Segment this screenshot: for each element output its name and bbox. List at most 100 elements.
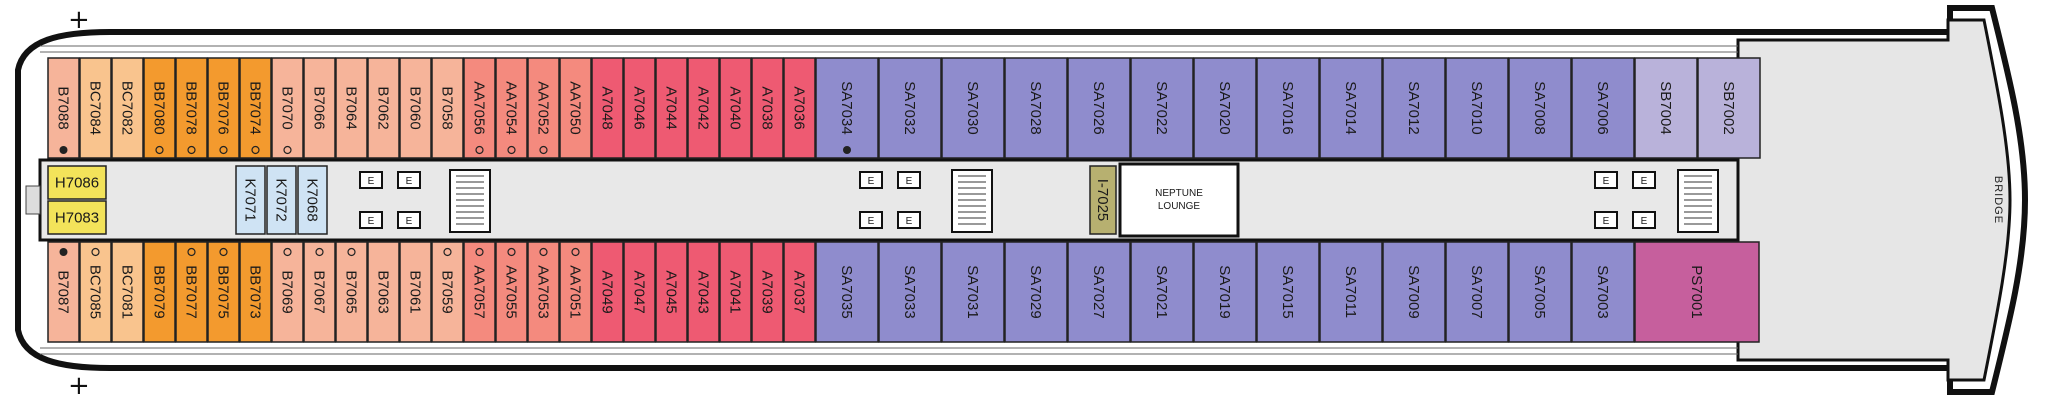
cabin-bc7085[interactable]: BC7085: [79, 241, 112, 343]
cabin-b7066[interactable]: B7066: [303, 57, 336, 159]
cabin-aa7055[interactable]: AA7055: [495, 241, 528, 343]
cabin-a7040[interactable]: A7040: [719, 57, 752, 159]
cabin-k7071[interactable]: K7071: [235, 165, 266, 235]
cabin-b7067[interactable]: B7067: [303, 241, 336, 343]
cabin-bb7079[interactable]: BB7079: [143, 241, 176, 343]
cabin-sa7027[interactable]: SA7027: [1067, 241, 1131, 343]
cabin-a7045[interactable]: A7045: [655, 241, 688, 343]
cabin-a7038[interactable]: A7038: [751, 57, 784, 159]
cabin-b7064[interactable]: B7064: [335, 57, 368, 159]
cabin-b7087[interactable]: B7087: [47, 241, 80, 343]
cabin-bb7076[interactable]: BB7076: [207, 57, 240, 159]
cabin-sa7010[interactable]: SA7010: [1445, 57, 1509, 159]
cabin-box: [47, 57, 80, 159]
cabin-ps7001[interactable]: PS7001: [1634, 241, 1760, 343]
cabin-sa7015[interactable]: SA7015: [1256, 241, 1320, 343]
cabin-sa7028[interactable]: SA7028: [1004, 57, 1068, 159]
cabin-bb7077[interactable]: BB7077: [175, 241, 208, 343]
neptune-lounge[interactable]: NEPTUNE LOUNGE: [1118, 162, 1240, 238]
cabin-aa7050[interactable]: AA7050: [559, 57, 592, 159]
cabin-box: [111, 241, 144, 343]
cabin-sa7021[interactable]: SA7021: [1130, 241, 1194, 343]
cabin-label: H7083: [55, 210, 99, 227]
cabin-a7044[interactable]: A7044: [655, 57, 688, 159]
cabin-sa7020[interactable]: SA7020: [1193, 57, 1257, 159]
cabin-bc7084[interactable]: BC7084: [79, 57, 112, 159]
cabin-a7036[interactable]: A7036: [783, 57, 816, 159]
cabin-b7062[interactable]: B7062: [367, 57, 400, 159]
cabin-aa7053[interactable]: AA7053: [527, 241, 560, 343]
cabin-a7043[interactable]: A7043: [687, 241, 720, 343]
cabin-sa7031[interactable]: SA7031: [941, 241, 1005, 343]
cabin-b7065[interactable]: B7065: [335, 241, 368, 343]
cabin-aa7057[interactable]: AA7057: [463, 241, 496, 343]
cabin-label: BB7073: [247, 265, 264, 318]
cabin-b7088[interactable]: B7088: [47, 57, 80, 159]
cabin-bb7080[interactable]: BB7080: [143, 57, 176, 159]
cabin-i-7025[interactable]: I-7025: [1089, 165, 1117, 235]
cabin-bc7081[interactable]: BC7081: [111, 241, 144, 343]
cabin-sa7007[interactable]: SA7007: [1445, 241, 1509, 343]
cabin-a7042[interactable]: A7042: [687, 57, 720, 159]
cabin-bb7073[interactable]: BB7073: [239, 241, 272, 343]
cabin-a7041[interactable]: A7041: [719, 241, 752, 343]
cabin-sa7035[interactable]: SA7035: [815, 241, 879, 343]
cabin-sa7005[interactable]: SA7005: [1508, 241, 1572, 343]
cabin-sa7026[interactable]: SA7026: [1067, 57, 1131, 159]
cabin-sa7033[interactable]: SA7033: [878, 241, 942, 343]
connecting-cabin-icon: [507, 145, 516, 155]
cabin-aa7054[interactable]: AA7054: [495, 57, 528, 159]
cabin-sa7032[interactable]: SA7032: [878, 57, 942, 159]
cabin-b7060[interactable]: B7060: [399, 57, 432, 159]
cabin-sa7016[interactable]: SA7016: [1256, 57, 1320, 159]
cabin-sb7002[interactable]: SB7002: [1697, 57, 1761, 159]
cabin-b7069[interactable]: B7069: [271, 241, 304, 343]
cabin-label: B7065: [343, 270, 360, 313]
cabin-bb7078[interactable]: BB7078: [175, 57, 208, 159]
cabin-sa7014[interactable]: SA7014: [1319, 57, 1383, 159]
cabin-sb7004[interactable]: SB7004: [1634, 57, 1698, 159]
cabin-aa7051[interactable]: AA7051: [559, 241, 592, 343]
cabin-sa7009[interactable]: SA7009: [1382, 241, 1446, 343]
cabin-sa7022[interactable]: SA7022: [1130, 57, 1194, 159]
cabin-h7083[interactable]: H7083: [47, 200, 107, 235]
cabin-label: SA7021: [1153, 265, 1170, 318]
cabin-sa7011[interactable]: SA7011: [1319, 241, 1383, 343]
cabin-b7059[interactable]: B7059: [431, 241, 464, 343]
cabin-label: B7064: [343, 86, 360, 129]
cabin-a7048[interactable]: A7048: [591, 57, 624, 159]
cabin-bc7082[interactable]: BC7082: [111, 57, 144, 159]
plus-marker-top: +: [68, 5, 90, 35]
cabin-b7070[interactable]: B7070: [271, 57, 304, 159]
cabin-h7086[interactable]: H7086: [47, 165, 107, 200]
cabin-a7046[interactable]: A7046: [623, 57, 656, 159]
cabin-box: [1445, 241, 1509, 343]
cabin-sa7034[interactable]: SA7034: [815, 57, 879, 159]
cabin-a7047[interactable]: A7047: [623, 241, 656, 343]
cabin-b7063[interactable]: B7063: [367, 241, 400, 343]
connecting-cabin-icon: [219, 145, 228, 155]
cabin-b7061[interactable]: B7061: [399, 241, 432, 343]
cabin-sa7029[interactable]: SA7029: [1004, 241, 1068, 343]
cabin-sa7008[interactable]: SA7008: [1508, 57, 1572, 159]
cabin-label: BB7080: [151, 81, 168, 134]
cabin-k7072[interactable]: K7072: [266, 165, 297, 235]
cabin-b7058[interactable]: B7058: [431, 57, 464, 159]
cabin-label: B7059: [439, 270, 456, 313]
cabin-bb7075[interactable]: BB7075: [207, 241, 240, 343]
cabin-aa7052[interactable]: AA7052: [527, 57, 560, 159]
cabin-box: [1130, 241, 1194, 343]
cabin-a7039[interactable]: A7039: [751, 241, 784, 343]
cabin-sa7003[interactable]: SA7003: [1571, 241, 1635, 343]
cabin-sa7006[interactable]: SA7006: [1571, 57, 1635, 159]
cabin-k7068[interactable]: K7068: [297, 165, 328, 235]
cabin-sa7012[interactable]: SA7012: [1382, 57, 1446, 159]
cabin-sa7030[interactable]: SA7030: [941, 57, 1005, 159]
elevator: E: [897, 211, 921, 229]
cabin-aa7056[interactable]: AA7056: [463, 57, 496, 159]
cabin-sa7019[interactable]: SA7019: [1193, 241, 1257, 343]
cabin-bb7074[interactable]: BB7074: [239, 57, 272, 159]
cabin-a7049[interactable]: A7049: [591, 241, 624, 343]
elevator: E: [1632, 211, 1656, 229]
cabin-a7037[interactable]: A7037: [783, 241, 816, 343]
